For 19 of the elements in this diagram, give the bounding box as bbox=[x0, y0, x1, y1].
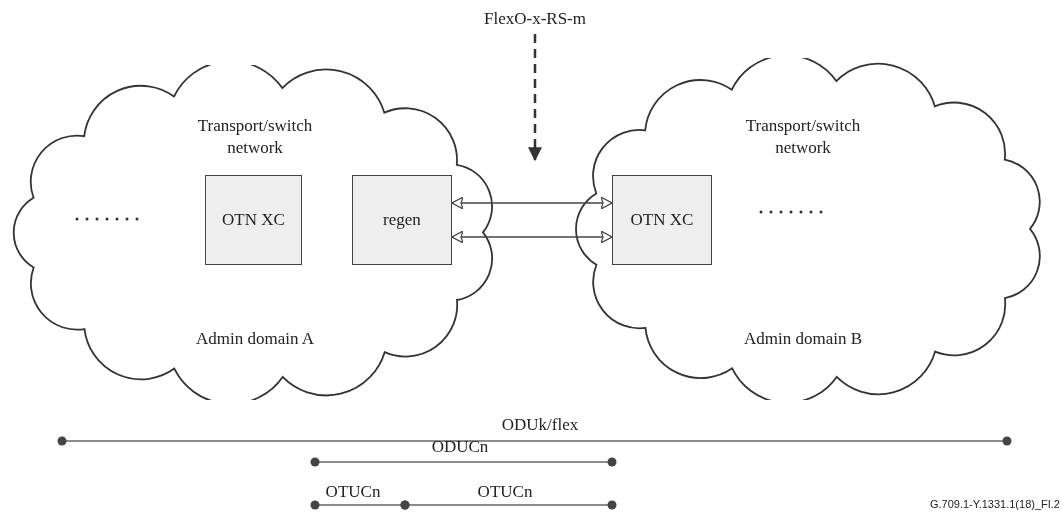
span-label: ODUCn bbox=[430, 436, 490, 458]
equipment-box bbox=[612, 175, 712, 265]
figure-id: G.709.1-Y.1331.1(18)_FI.2 bbox=[928, 497, 1060, 512]
domain-label: Admin domain B bbox=[742, 328, 864, 350]
span-label: OTUCn bbox=[476, 481, 534, 503]
equipment-box bbox=[352, 175, 452, 265]
network-label: Transport/switch network bbox=[196, 115, 314, 159]
network-label: Transport/switch network bbox=[744, 115, 862, 159]
box-label: OTN XC bbox=[222, 210, 285, 230]
arrow bbox=[528, 34, 542, 162]
domain-label: Admin domain A bbox=[194, 328, 316, 350]
span-label: OTUCn bbox=[324, 481, 382, 503]
box-label: regen bbox=[383, 210, 421, 230]
box-label: OTN XC bbox=[630, 210, 694, 230]
signal-label: FlexO-x-RS-m bbox=[483, 8, 587, 30]
equipment-box bbox=[205, 175, 302, 265]
span-label: ODUk/flex bbox=[500, 414, 580, 436]
arrow bbox=[451, 230, 613, 244]
arrow bbox=[451, 196, 613, 210]
